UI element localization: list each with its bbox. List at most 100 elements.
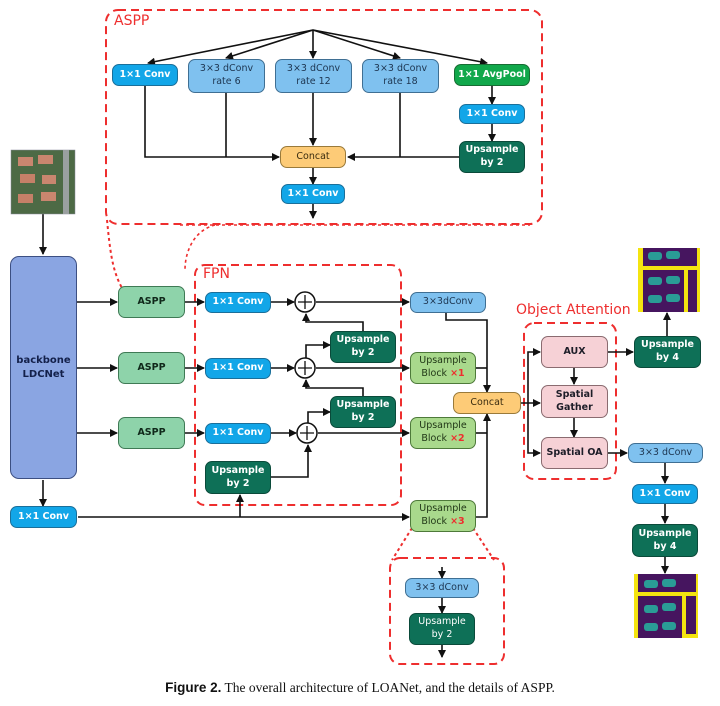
upblock-sub: Block — [421, 516, 448, 527]
dconv-label: 3×3 dConv — [373, 63, 428, 75]
head-dconv-label: 3×3dConv — [422, 296, 474, 308]
upblock-multiplier: ×1 — [450, 368, 465, 379]
figure-caption: Figure 2. The overall architecture of LO… — [0, 680, 720, 696]
add-node-top — [294, 291, 316, 313]
upsample-label: Upsample — [336, 399, 390, 411]
fpn-conv-1: 1×1 Conv — [205, 292, 271, 313]
upsample-label: Upsample — [465, 144, 519, 156]
caption-text: The overall architecture of LOANet, and … — [221, 680, 555, 695]
caption-label: Figure 2. — [165, 680, 222, 695]
backbone-ldcnet: backbone LDCNet — [10, 256, 77, 479]
aspp-out-conv-label: 1×1 Conv — [287, 187, 339, 199]
aspp-pool-conv: 1×1 Conv — [459, 104, 525, 124]
fpn-conv-label: 1×1 Conv — [212, 296, 264, 308]
upsample-label: Upsample — [638, 527, 692, 539]
upsample-block-detail-group — [389, 557, 505, 665]
fpn-conv-label: 1×1 Conv — [212, 362, 264, 374]
aspp-pool-conv-label: 1×1 Conv — [466, 107, 518, 119]
aspp-pool-upsample: Upsample by 2 — [459, 141, 525, 173]
aspp-module-3: ASPP — [118, 417, 185, 449]
upsample-label: Upsample — [641, 339, 694, 351]
upsample-label: Upsample — [211, 464, 265, 476]
aux-upsample: Upsample by 4 — [634, 336, 701, 368]
aspp-detail-group — [105, 9, 543, 225]
upsample-factor: by 2 — [226, 477, 250, 489]
aspp-module-label: ASPP — [137, 295, 166, 307]
upblock-label: Upsample — [419, 355, 467, 367]
output-dconv-label: 3×3 dConv — [638, 446, 693, 458]
upsample-block-2: Upsample Block ×2 — [410, 417, 476, 449]
upsample-label: Upsample — [418, 616, 466, 628]
upsample-factor: by 4 — [656, 352, 679, 363]
oa-aux-label: AUX — [563, 345, 586, 357]
output-conv-label: 1×1 Conv — [639, 487, 691, 499]
dconv-label: 3×3 dConv — [199, 63, 254, 75]
upblock-label: Upsample — [419, 420, 467, 432]
fpn-upsample-top: Upsample by 2 — [330, 331, 396, 363]
upblock-detail-upsample: Upsample by 2 — [409, 613, 475, 645]
aspp-dconv-rate-18: 3×3 dConv rate 18 — [362, 59, 439, 93]
aspp-concat-label: Concat — [296, 150, 330, 162]
upsample-factor: by 2 — [351, 347, 375, 358]
upsample-block-1: Upsample Block ×1 — [410, 352, 476, 384]
upblock-detail-dconv: 3×3 dConv — [405, 578, 479, 598]
object-attention-group-label: Object Attention — [516, 302, 631, 318]
dconv-rate: rate 18 — [383, 76, 418, 87]
upsample-factor: by 2 — [480, 157, 504, 168]
upblock-zoom-line-left — [391, 527, 413, 561]
backbone-name: LDCNet — [22, 368, 65, 380]
oa-spatial-oa-label: Spatial OA — [546, 446, 603, 458]
add-node-middle — [294, 357, 316, 379]
final-segmentation-map — [634, 574, 698, 638]
low-level-conv-label: 1×1 Conv — [18, 510, 69, 522]
upblock-multiplier: ×3 — [450, 516, 465, 527]
fpn-conv-2: 1×1 Conv — [205, 358, 271, 379]
aspp-out-conv: 1×1 Conv — [281, 184, 345, 204]
backbone-label: backbone — [16, 355, 71, 366]
oa-spatial-oa: Spatial OA — [541, 437, 608, 469]
head-dconv: 3×3dConv — [410, 292, 486, 313]
fpn-zoom-line — [180, 224, 530, 271]
fpn-group — [194, 264, 402, 506]
aspp-module-2: ASPP — [118, 352, 185, 384]
aux-segmentation-map — [638, 248, 700, 312]
aspp-branch-conv: 1×1 Conv — [112, 64, 178, 86]
spatial-gather-label: Spatial — [555, 388, 594, 400]
aspp-module-1: ASPP — [118, 286, 185, 318]
fpn-conv-3: 1×1 Conv — [205, 423, 271, 444]
aspp-avgpool: 1×1 AvgPool — [454, 64, 530, 86]
upblock-sub: Block — [421, 368, 448, 379]
upsample-factor: by 4 — [653, 540, 677, 552]
head-concat-label: Concat — [470, 396, 504, 408]
upblock-multiplier: ×2 — [450, 433, 465, 444]
spatial-gather-label-2: Gather — [556, 401, 593, 413]
upblock-sub: Block — [421, 433, 448, 444]
add-node-bottom — [296, 422, 318, 444]
input-aerial-image — [10, 149, 76, 215]
upblock-label: Upsample — [419, 503, 467, 515]
head-concat: Concat — [453, 392, 521, 414]
aspp-group-label: ASPP — [114, 13, 150, 29]
upsample-factor: by 2 — [351, 412, 375, 423]
aspp-dconv-rate-6: 3×3 dConv rate 6 — [188, 59, 265, 93]
output-dconv: 3×3 dConv — [628, 443, 703, 463]
upsample-label: Upsample — [336, 334, 390, 346]
aspp-avgpool-label: 1×1 AvgPool — [458, 68, 526, 80]
fpn-conv-label: 1×1 Conv — [212, 427, 264, 439]
fpn-upsample-bottom: Upsample by 2 — [205, 461, 271, 494]
aspp-dconv-rate-12: 3×3 dConv rate 12 — [275, 59, 352, 93]
upsample-factor: by 2 — [431, 629, 453, 640]
low-level-conv: 1×1 Conv — [10, 506, 77, 528]
aspp-zoom-line — [106, 219, 123, 289]
fpn-group-label: FPN — [203, 266, 230, 282]
upblock-zoom-line-right — [472, 527, 495, 561]
aspp-module-label: ASPP — [137, 361, 166, 373]
aspp-concat: Concat — [280, 146, 346, 168]
aspp-branch-conv-label: 1×1 Conv — [119, 68, 171, 80]
dconv-rate: rate 12 — [296, 76, 331, 87]
oa-spatial-gather: Spatial Gather — [541, 385, 608, 418]
fpn-upsample-mid: Upsample by 2 — [330, 396, 396, 428]
dconv-rate: rate 6 — [212, 76, 241, 87]
upblock-detail-dconv-label: 3×3 dConv — [415, 581, 469, 593]
